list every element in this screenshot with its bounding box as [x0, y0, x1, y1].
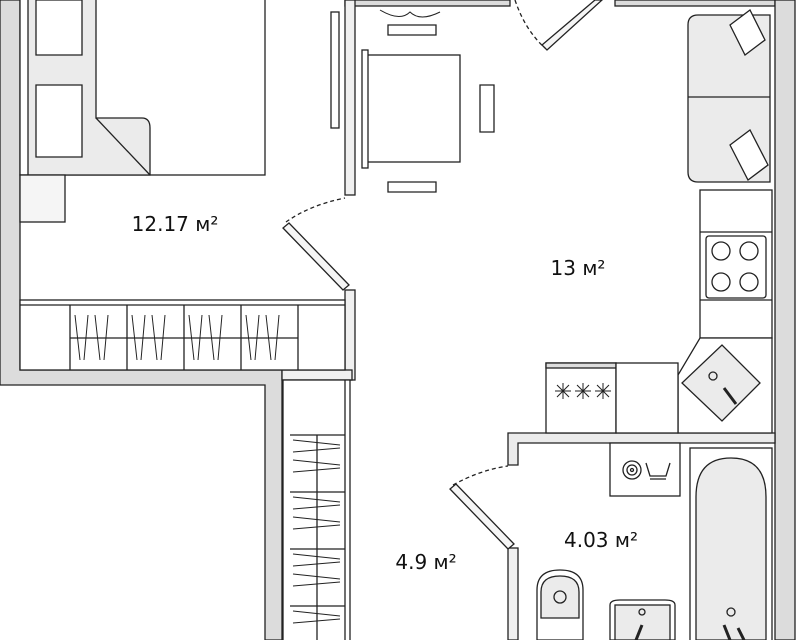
sofa	[687, 9, 771, 183]
bedroom-area-label: 12.17 м²	[131, 212, 219, 236]
bedroom-wardrobe	[19, 299, 346, 371]
bedroom-door	[282, 197, 350, 291]
hallway-area-label: 4.9 м²	[395, 550, 457, 574]
dishwasher	[545, 362, 617, 434]
bathroom-sink	[609, 599, 676, 640]
tv-stand	[330, 11, 340, 129]
dining-table	[361, 9, 495, 193]
kitchen-sink	[677, 337, 773, 434]
kitchen-cabinet	[615, 362, 679, 434]
bathroom-area-label: 4.03 м²	[564, 528, 638, 552]
hallway-wardrobe	[282, 379, 351, 640]
washing-machine	[609, 442, 681, 497]
entrance-door	[514, 0, 603, 51]
bed	[19, 0, 266, 176]
kitchen-area-label: 13 м²	[550, 256, 606, 280]
bathroom-door	[449, 465, 515, 550]
bathtub	[689, 447, 773, 640]
nightstand	[19, 174, 66, 223]
toilet	[536, 569, 584, 640]
stove	[705, 235, 767, 299]
